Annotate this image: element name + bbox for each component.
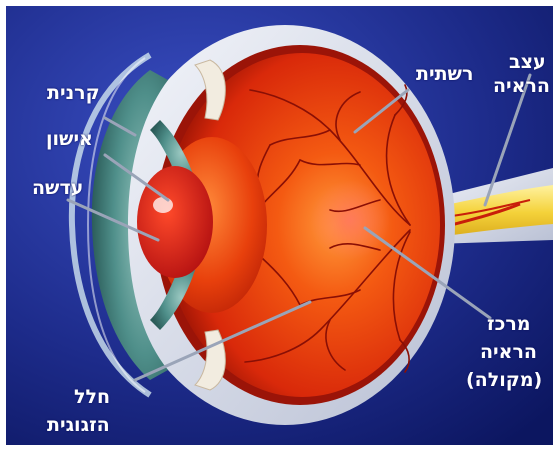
label-vitreous-line2: הזגוגית bbox=[47, 413, 110, 437]
label-retina: רשתית bbox=[416, 62, 473, 86]
macula bbox=[310, 180, 390, 260]
pupil-highlight bbox=[153, 197, 173, 213]
label-pupil: אישון bbox=[46, 127, 93, 151]
label-macula-line3: (מקולה) bbox=[466, 368, 542, 392]
label-macula-line1: מרכז bbox=[487, 312, 531, 336]
label-vitreous-line1: חלל bbox=[74, 385, 110, 409]
label-optic-nerve-line1: עצב bbox=[509, 50, 546, 74]
label-macula-line2: הראיה bbox=[480, 340, 537, 364]
label-optic-nerve-line2: הראיה bbox=[493, 74, 550, 98]
pupil-shape bbox=[137, 166, 213, 278]
label-lens: עדשה bbox=[32, 176, 83, 200]
label-cornea: קרנית bbox=[47, 81, 100, 105]
